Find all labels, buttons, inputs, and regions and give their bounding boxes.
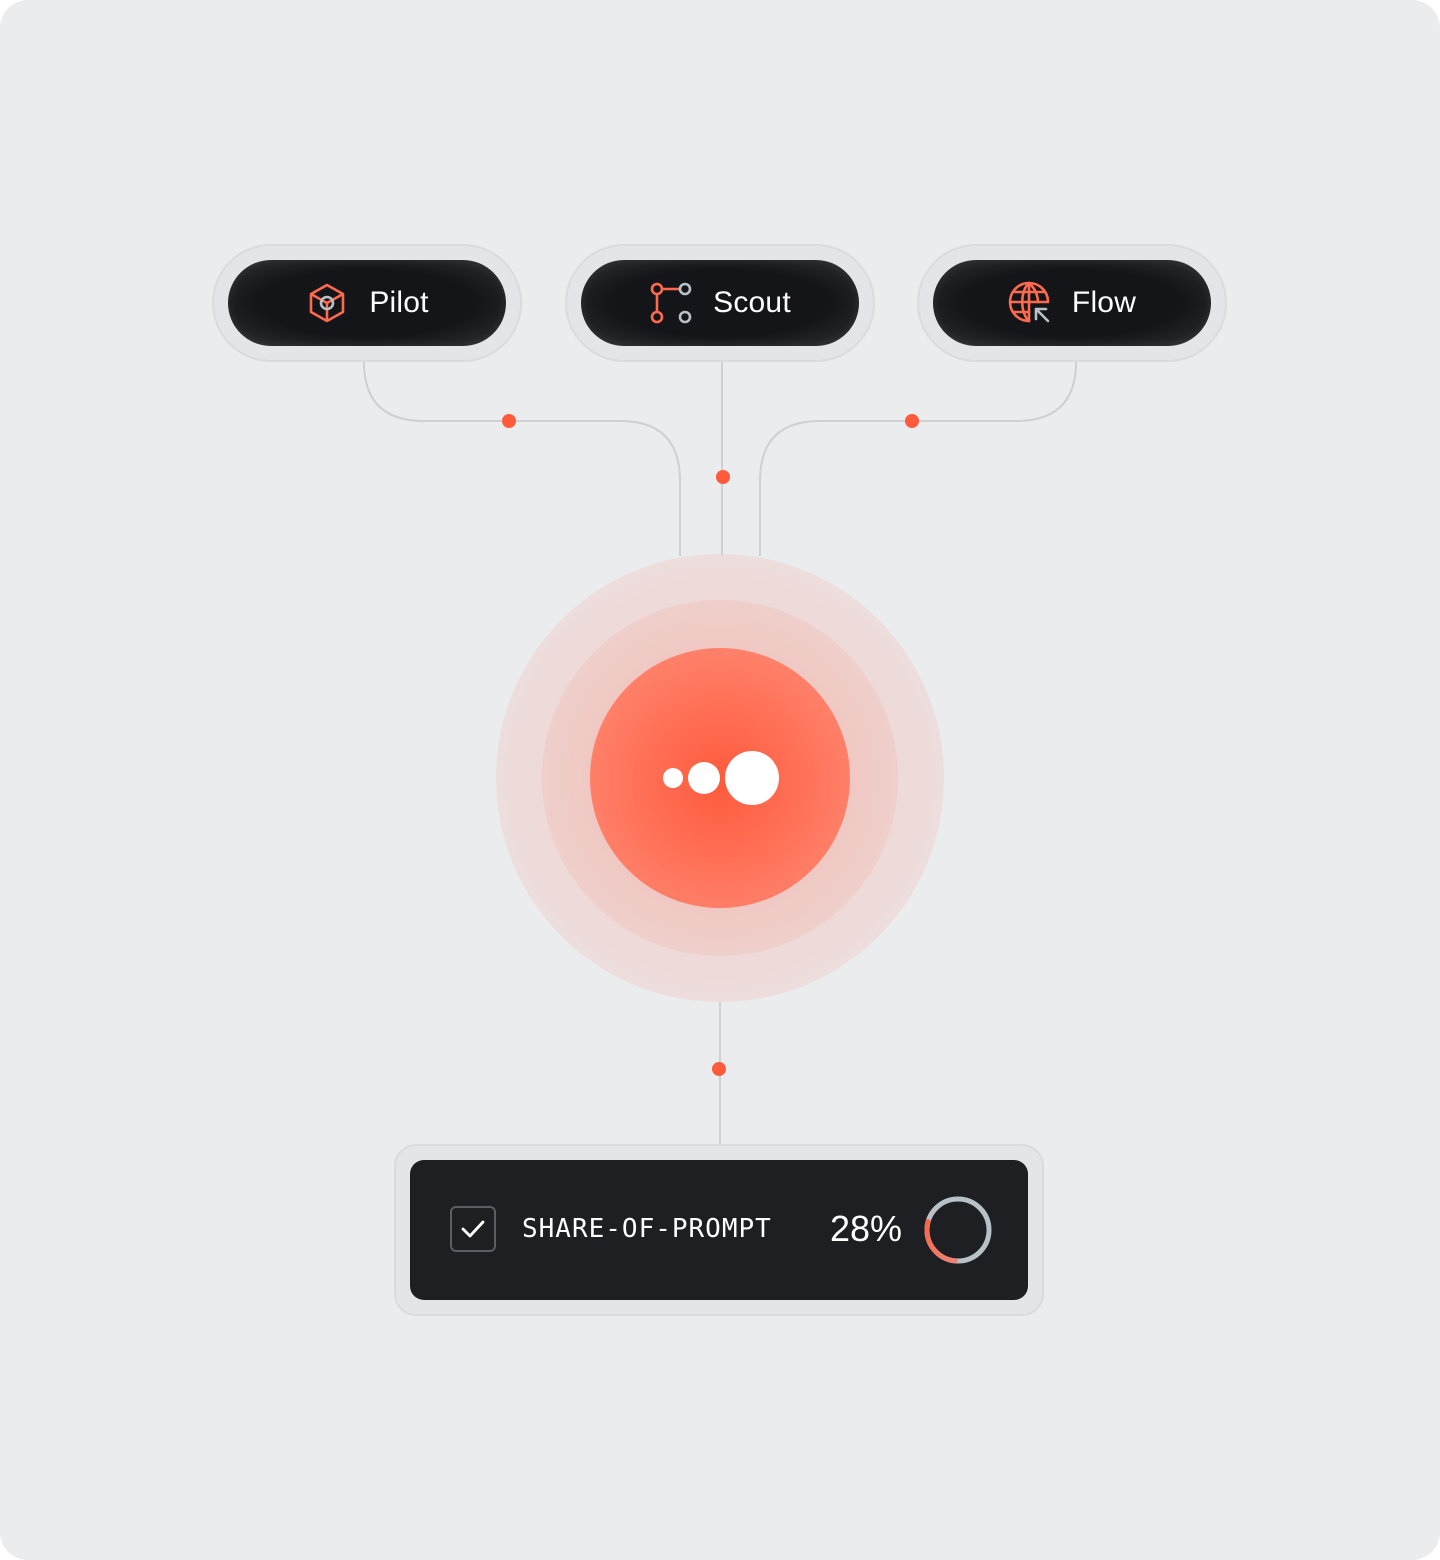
connector-pilot [363,361,681,556]
agent-scout-button[interactable]: Scout [581,260,859,346]
agent-flow-frame: Flow [917,244,1227,362]
metric-card: SHARE-OF-PROMPT 28% [410,1160,1028,1300]
agent-flow-label: Flow [1071,286,1137,319]
globe-cursor-icon [1008,281,1050,323]
metric-value: 28% [830,1208,903,1249]
connector-node-metric [712,1062,726,1076]
connector-node-flow [905,414,919,428]
connector-node-scout [716,470,730,484]
hub-middle-ring [542,600,898,956]
check-icon [461,1220,485,1238]
agent-scout-frame: Scout [565,244,875,362]
agent-scout-label: Scout [713,286,791,319]
connector-flow [759,361,1077,556]
metric-label: SHARE-OF-PROMPT [522,1214,772,1244]
agent-pilot-label: Pilot [369,286,429,319]
cube-icon [310,283,345,323]
hub-outer-ring [496,554,944,1002]
metric-checkbox[interactable] [450,1206,496,1252]
agent-pilot-frame: Pilot [212,244,522,362]
three-dots-logo-icon [663,751,779,805]
git-branch-icon [650,282,692,324]
hub-core[interactable] [590,648,850,908]
progress-ring-fill [924,1196,992,1264]
connector-node-pilot [502,414,516,428]
progress-ring [924,1196,992,1264]
metric-card-frame: SHARE-OF-PROMPT 28% [394,1144,1044,1316]
agent-flow-button[interactable]: Flow [933,260,1211,346]
agent-pilot-button[interactable]: Pilot [228,260,506,346]
